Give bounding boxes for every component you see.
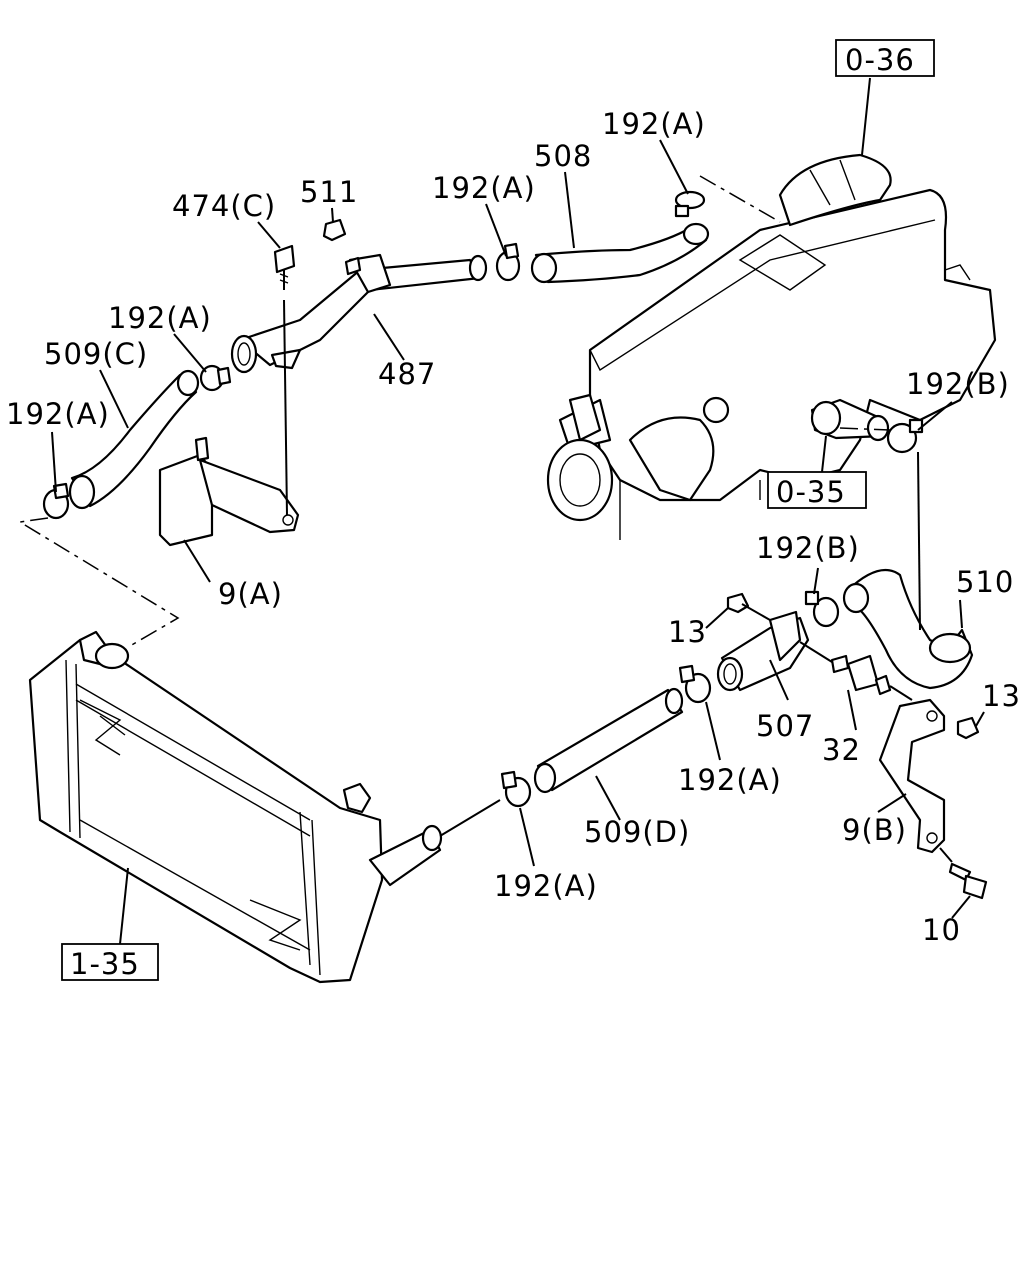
sensor-32	[799, 641, 913, 701]
callout-507: 507	[756, 709, 814, 743]
clamp-192a-upper	[495, 190, 706, 282]
callout-192a: 192(A)	[432, 171, 536, 205]
callout-509c: 509(C)	[44, 337, 148, 371]
clamp-192b-upper	[886, 418, 924, 454]
reference-label-1-35: 1-35	[70, 947, 140, 981]
nut-511	[322, 218, 362, 276]
reference-label-0-35: 0-35	[776, 475, 846, 509]
callout-487: 487	[378, 357, 436, 391]
clamp-192a-left	[42, 364, 232, 520]
hose-508	[530, 222, 710, 284]
callout-192a: 192(A)	[108, 301, 212, 335]
callout-510: 510	[956, 565, 1014, 599]
leader-lines	[51, 139, 985, 919]
pipe-507	[716, 610, 810, 692]
nut-13-right	[956, 716, 980, 740]
reference-box-1-35: 1-35	[61, 867, 159, 981]
pipe-487	[230, 253, 488, 374]
callout-474c: 474(C)	[172, 189, 276, 223]
bracket-9b	[878, 698, 946, 854]
callout-13: 13	[668, 615, 707, 649]
callout-192a: 192(A)	[602, 107, 706, 141]
hose-509c	[68, 369, 200, 510]
clamp-192a-middle	[500, 664, 712, 808]
callout-10: 10	[922, 913, 961, 947]
callout-13: 13	[982, 679, 1021, 713]
bolt-474c	[273, 244, 296, 290]
reference-box-0-36: 0-36	[835, 39, 935, 156]
callout-labels: 474(C) 511 192(A) 508 192(A) 192(A) 509(…	[6, 107, 1021, 947]
connection-lines	[17, 175, 891, 647]
callout-192a: 192(A)	[678, 763, 782, 797]
nut-13-left	[726, 592, 771, 621]
callout-32: 32	[822, 733, 861, 767]
callout-192a: 192(A)	[494, 869, 598, 903]
callout-511: 511	[300, 175, 358, 209]
intercooler	[28, 630, 501, 984]
hose-510	[842, 451, 974, 690]
callout-9b: 9(B)	[842, 813, 907, 847]
pipe-509d	[533, 687, 684, 794]
callout-9a: 9(A)	[218, 577, 283, 611]
bolt-10	[939, 847, 988, 900]
callout-192a: 192(A)	[6, 397, 110, 431]
callout-508: 508	[534, 139, 592, 173]
callout-509d: 509(D)	[584, 815, 690, 849]
clamp-192b-lower	[804, 590, 840, 628]
callout-192b: 192(B)	[756, 531, 860, 565]
reference-label-0-36: 0-36	[845, 43, 915, 77]
engine-assembly	[546, 153, 997, 540]
bracket-9a	[158, 299, 300, 547]
callout-192b: 192(B)	[906, 367, 1010, 401]
